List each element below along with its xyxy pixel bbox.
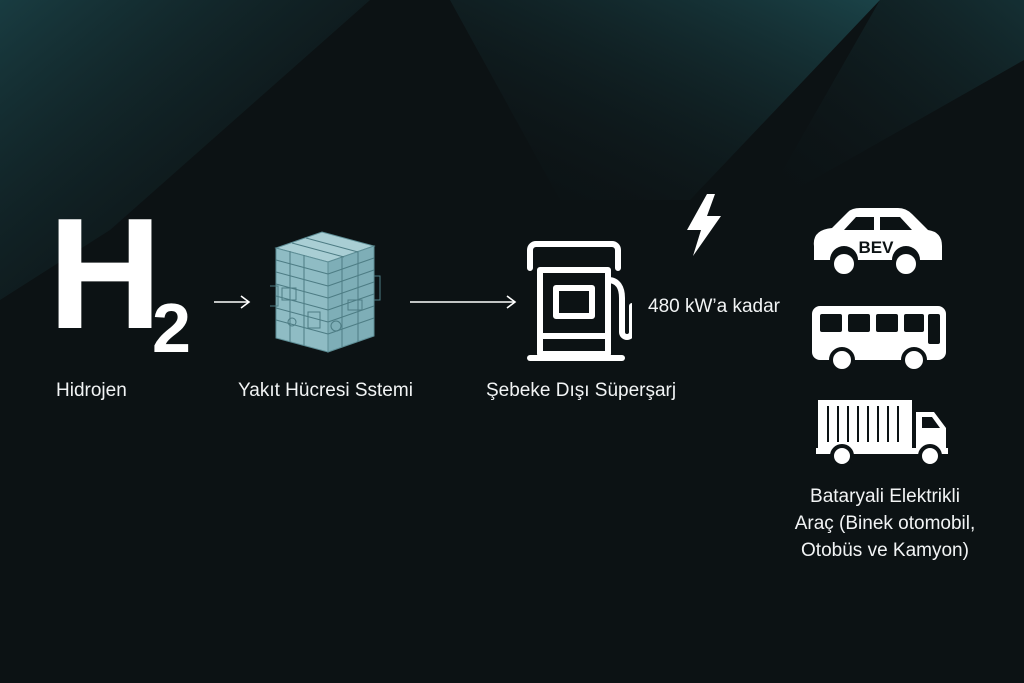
truck-icon [816, 400, 948, 468]
arrow-right-icon [214, 295, 251, 309]
power-label: 480 kW’a kadar [648, 296, 781, 317]
bus-icon [812, 306, 946, 373]
fuel-cell-stack-icon [270, 231, 381, 353]
bev-label-line2: Araç (Binek otomobil, [794, 513, 976, 534]
hydrogen-label: Hidrojen [56, 380, 127, 401]
hydrogen-symbol: H 2 [48, 194, 208, 368]
bev-label-line1: Bataryali Elektrikli [810, 486, 960, 507]
bev-label: Bataryali Elektrikli Araç (Binek otomobi… [770, 483, 1000, 564]
arrow-right-long-icon [410, 295, 517, 309]
fuel-cell-label: Yakıt Hücresi Sstemi [238, 380, 413, 401]
fuel-pump-icon [527, 241, 632, 361]
car-icon [813, 208, 942, 278]
hydrogen-subscript: 2 [152, 289, 191, 367]
charger-label: Şebeke Dışı Süperşarj [486, 380, 677, 401]
car-badge: BEV [858, 238, 894, 257]
lightning-bolt-icon [687, 194, 721, 256]
hydrogen-h: H [48, 186, 163, 362]
bev-label-line3: Otobüs ve Kamyon) [801, 540, 969, 561]
